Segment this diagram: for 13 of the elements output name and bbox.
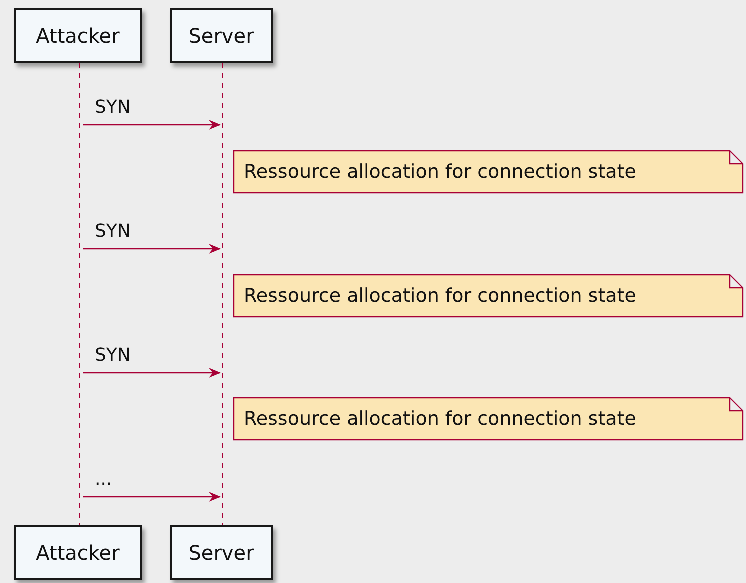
message-arrow: [83, 244, 221, 254]
participant-box: Server: [170, 8, 273, 63]
message-arrow: [83, 368, 221, 378]
lifeline: [77, 63, 83, 525]
note: Ressource allocation for connection state: [233, 397, 744, 441]
participant-box: Attacker: [14, 525, 142, 580]
message-arrow: [83, 492, 221, 502]
message-arrow: [83, 120, 221, 130]
participant-box: Attacker: [14, 8, 142, 63]
participant-box: Server: [170, 525, 273, 580]
note: Ressource allocation for connection state: [233, 150, 744, 194]
note: Ressource allocation for connection state: [233, 274, 744, 318]
lifeline: [220, 63, 226, 525]
